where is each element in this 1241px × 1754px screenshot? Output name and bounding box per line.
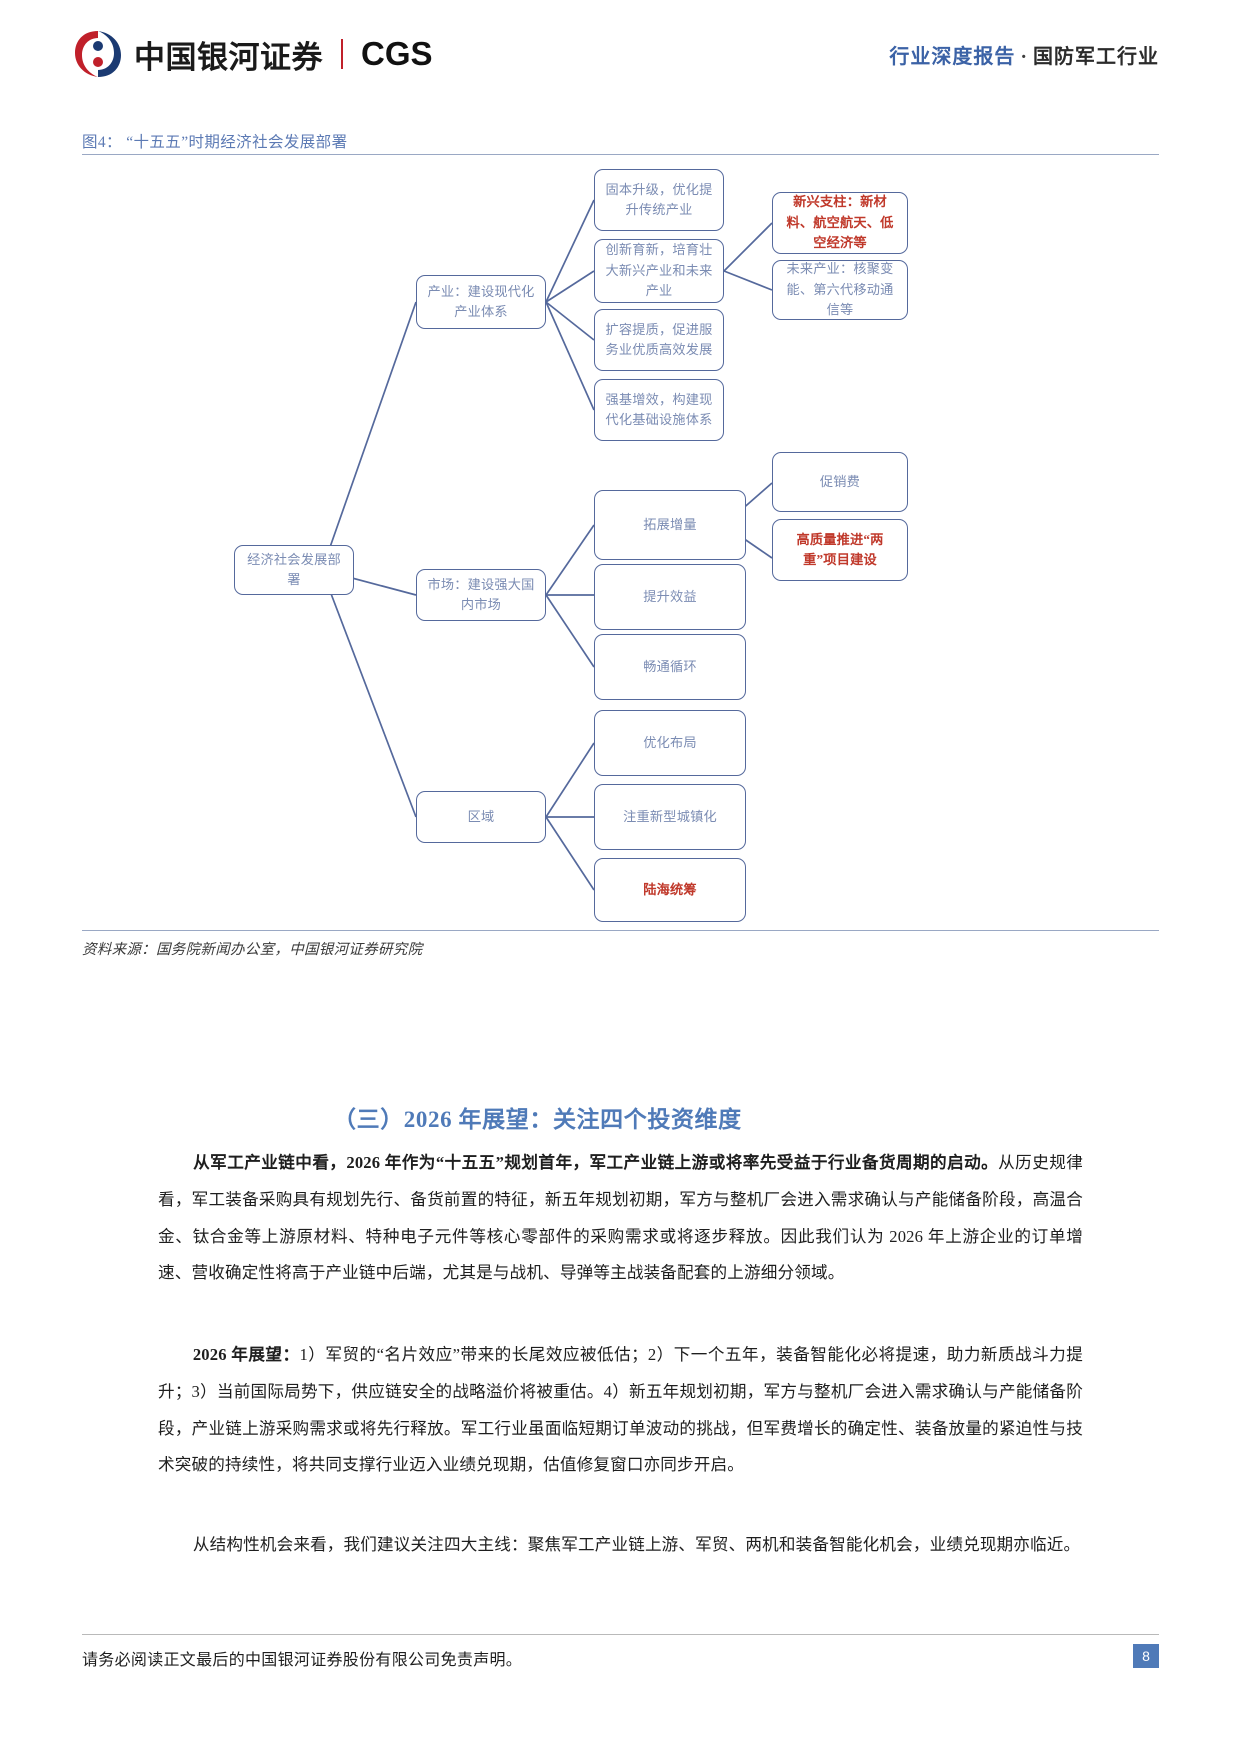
page-header: 中国银河证券 CGS 行业深度报告·国防军工行业	[0, 0, 1241, 108]
diagram-node-market-3[interactable]: 畅通循环	[594, 634, 746, 700]
diagram-node-two-heavy-projects[interactable]: 高质量推进“两重”项目建设	[772, 519, 908, 581]
diagram-node-industry[interactable]: 产业：建设现代化产业体系	[416, 275, 546, 329]
diagram-node-region[interactable]: 区域	[416, 791, 546, 843]
paragraph-3: 从结构性机会来看，我们建议关注四大主线：聚焦军工产业链上游、军贸、两机和装备智能…	[158, 1527, 1083, 1564]
diagram-node-market[interactable]: 市场：建设强大国内市场	[416, 569, 546, 621]
figure-source: 资料来源：国务院新闻办公室，中国银河证券研究院	[82, 942, 423, 958]
diagram-node-region-1[interactable]: 优化布局	[594, 710, 746, 776]
header-industry: 国防军工行业	[1033, 45, 1159, 68]
figure-title: 图4： “十五五”时期经济社会发展部署	[82, 134, 348, 151]
footer-rule	[82, 1634, 1159, 1635]
diagram-node-industry-1[interactable]: 固本升级，优化提升传统产业	[594, 169, 724, 231]
diagram-node-industry-4[interactable]: 强基增效，构建现代化基础设施体系	[594, 379, 724, 441]
diagram-node-region-3[interactable]: 陆海统筹	[594, 858, 746, 922]
footer-disclaimer: 请务必阅读正文最后的中国银河证券股份有限公司免责声明。	[82, 1652, 523, 1669]
diagram-node-industry-3[interactable]: 扩容提质，促进服务业优质高效发展	[594, 309, 724, 371]
brand-name-en: CGS	[361, 35, 433, 72]
paragraph-3-text: 从结构性机会来看，我们建议关注四大主线：聚焦军工产业链上游、军贸、两机和装备智能…	[192, 1535, 1081, 1554]
section-heading: （三）2026 年展望：关注四个投资维度	[333, 1107, 742, 1132]
header-report-type: 行业深度报告	[889, 45, 1016, 68]
figure-diagram: 经济社会发展部署 产业：建设现代化产业体系 市场：建设强大国内市场 区域 固本升…	[82, 155, 1159, 930]
diagram-node-industry-2[interactable]: 创新育新，培育壮大新兴产业和未来产业	[594, 239, 724, 303]
galaxy-logo-icon	[72, 28, 124, 80]
diagram-node-root[interactable]: 经济社会发展部署	[234, 545, 354, 595]
paragraph-2-rest: 1）军贸的“名片效应”带来的长尾效应被低估；2）下一个五年，装备智能化必将提速，…	[158, 1345, 1083, 1475]
figure-bottom-rule	[82, 930, 1159, 931]
paragraph-1-bold: 从军工产业链中看，2026 年作为“十五五”规划首年，军工产业链上游或将率先受益…	[192, 1153, 999, 1172]
paragraph-1: 从军工产业链中看，2026 年作为“十五五”规划首年，军工产业链上游或将率先受益…	[158, 1145, 1083, 1292]
diagram-node-emerging-pillars[interactable]: 新兴支柱：新材料、航空航天、低空经济等	[772, 192, 908, 254]
diagram-node-region-2[interactable]: 注重新型城镇化	[594, 784, 746, 850]
figure-top-rule	[82, 154, 1159, 155]
brand-name-cn: 中国银河证券	[134, 39, 323, 75]
paragraph-2-bold: 2026 年展望：	[192, 1345, 300, 1364]
brand-logo: 中国银河证券 CGS	[72, 28, 433, 80]
page-number-badge: 8	[1133, 1644, 1159, 1668]
diagram-node-promotion-fee[interactable]: 促销费	[772, 452, 908, 512]
header-dot: ·	[1020, 45, 1028, 68]
header-report-label: 行业深度报告·国防军工行业	[889, 40, 1159, 69]
diagram-node-market-2[interactable]: 提升效益	[594, 564, 746, 630]
paragraph-2: 2026 年展望：1）军贸的“名片效应”带来的长尾效应被低估；2）下一个五年，装…	[158, 1337, 1083, 1484]
brand-separator	[341, 39, 343, 69]
diagram-node-market-1[interactable]: 拓展增量	[594, 490, 746, 560]
paragraph-1-rest: 从历史规律看，军工装备采购具有规划先行、备货前置的特征，新五年规划初期，军方与整…	[158, 1153, 1084, 1283]
diagram-node-future-industry[interactable]: 未来产业：核聚变能、第六代移动通信等	[772, 260, 908, 320]
